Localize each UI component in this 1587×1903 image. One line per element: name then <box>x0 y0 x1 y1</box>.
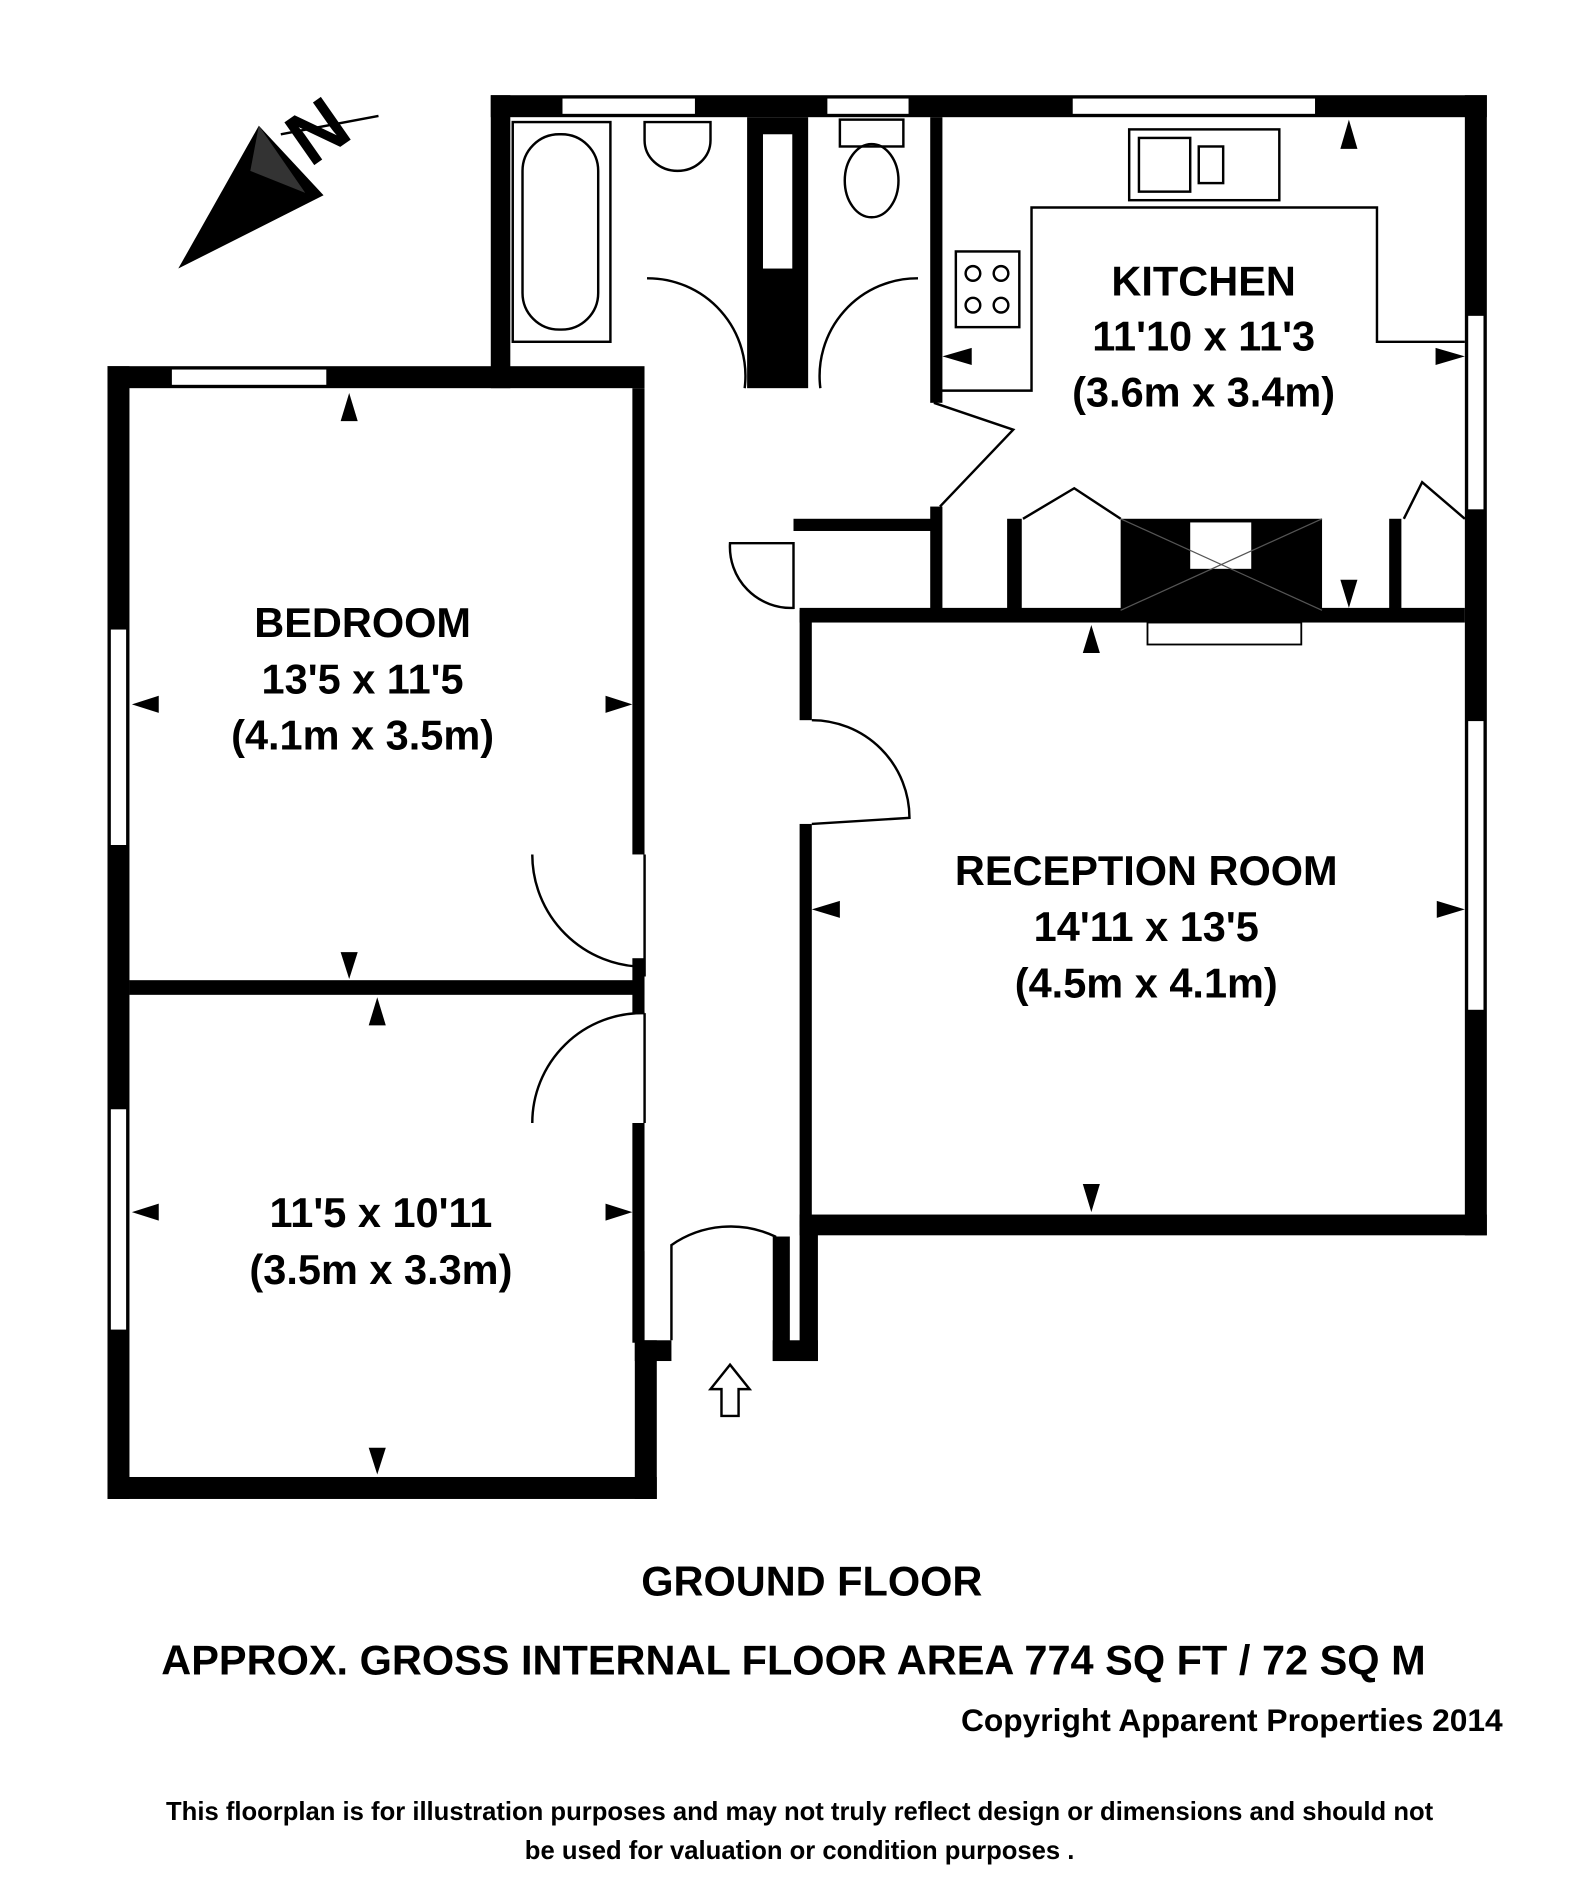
disclaimer-line-1: This floorplan is for illustration purpo… <box>166 1798 1434 1826</box>
kitchen-metric: (3.6m x 3.4m) <box>1072 368 1335 415</box>
reception-name: RECEPTION ROOM <box>955 847 1338 894</box>
kitchen-name: KITCHEN <box>1111 257 1295 304</box>
window <box>825 96 911 116</box>
window <box>109 1107 128 1332</box>
windows <box>109 96 1486 1332</box>
window <box>1070 96 1317 116</box>
copyright: Copyright Apparent Properties 2014 <box>961 1702 1503 1738</box>
sink-icon <box>1127 128 1281 202</box>
window <box>109 627 128 847</box>
bedroom2-imperial: 11'5 x 10'11 <box>269 1189 492 1236</box>
doors <box>531 206 1466 1341</box>
room-reception: RECEPTION ROOM 14'11 x 13'5 (4.5m x 4.1m… <box>955 847 1338 1006</box>
basin-icon <box>643 120 712 173</box>
bedroom-metric: (4.1m x 3.5m) <box>231 711 494 758</box>
toilet-icon <box>838 118 905 219</box>
entrance-arrow-icon <box>707 1362 753 1418</box>
north-compass-icon: N <box>178 81 379 269</box>
room-bedroom: BEDROOM 13'5 x 11'5 (4.1m x 3.5m) <box>231 599 494 758</box>
bathtub-icon <box>511 120 612 344</box>
bedroom-name: BEDROOM <box>254 599 471 646</box>
window <box>1466 719 1486 1012</box>
window <box>560 96 697 116</box>
reception-metric: (4.5m x 4.1m) <box>1015 959 1278 1006</box>
room-kitchen: KITCHEN 11'10 x 11'3 (3.6m x 3.4m) <box>1072 257 1335 415</box>
hob-icon <box>954 250 1021 329</box>
disclaimer-line-2: be used for valuation or condition purpo… <box>525 1837 1075 1865</box>
floor-area: APPROX. GROSS INTERNAL FLOOR AREA 774 SQ… <box>161 1637 1425 1684</box>
window <box>170 367 329 387</box>
kitchen-imperial: 11'10 x 11'3 <box>1092 312 1315 359</box>
room-bedroom-2: 11'5 x 10'11 (3.5m x 3.3m) <box>249 1189 512 1293</box>
bedroom2-metric: (3.5m x 3.3m) <box>249 1246 512 1293</box>
bedroom-imperial: 13'5 x 11'5 <box>262 655 464 702</box>
reception-imperial: 14'11 x 13'5 <box>1034 903 1259 950</box>
floor-title: GROUND FLOOR <box>641 1557 982 1604</box>
window <box>1466 314 1486 512</box>
dimension-arrows <box>131 119 1465 1475</box>
